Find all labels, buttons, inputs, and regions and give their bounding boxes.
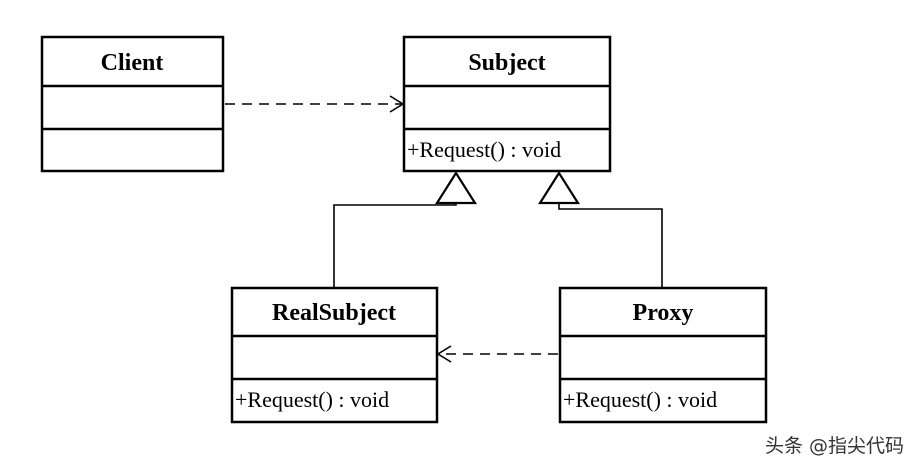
realsubject-class-name: RealSubject [272,300,396,326]
generalization-realsubject-subject [333,170,477,288]
client-class-name: Client [101,50,164,76]
client-class-box[interactable] [40,35,225,173]
realsubject-method: +Request() : void [235,387,389,412]
proxy-method: +Request() : void [563,387,717,412]
generalization-proxy-subject [538,170,663,288]
proxy-class-name: Proxy [633,300,694,326]
dependency-client-subject [225,95,405,113]
watermark: 头条 @指尖代码 [764,435,904,457]
subject-method: +Request() : void [407,137,561,162]
dependency-proxy-realsubject [436,345,558,363]
realsubject-class-box[interactable] [230,286,439,424]
proxy-class-box[interactable] [558,286,768,424]
subject-class-name: Subject [468,50,545,76]
